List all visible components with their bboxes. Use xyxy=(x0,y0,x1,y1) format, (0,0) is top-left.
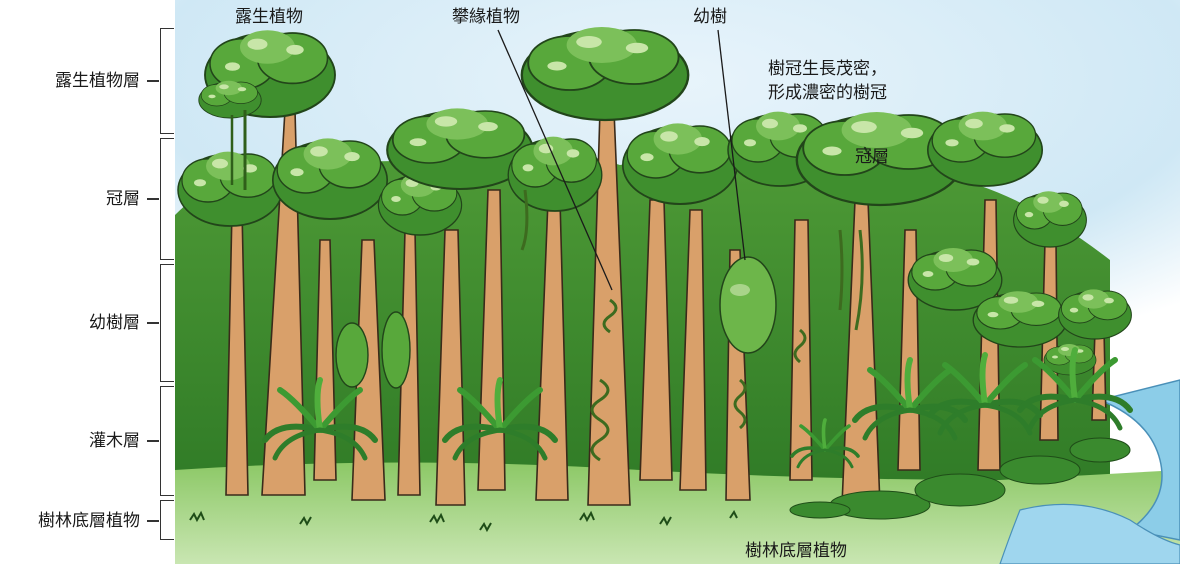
sapling-bushes xyxy=(335,256,777,389)
callout-saplings: 幼樹 xyxy=(693,7,727,27)
tick-emergent xyxy=(147,80,159,82)
central-emergent-crown xyxy=(520,25,690,122)
climbing-vines xyxy=(230,110,864,462)
callout-forest-floor-plants: 樹林底層植物 xyxy=(745,541,847,561)
tick-understory xyxy=(147,322,159,324)
river-lower xyxy=(999,503,1180,564)
callout-lines xyxy=(497,29,746,291)
callout-canopy-note-line2: 形成濃密的樹冠 xyxy=(768,83,887,103)
callout-canopy-note-line1: 樹冠生長茂密， xyxy=(768,59,887,79)
callout-emergent-plants: 露生植物 xyxy=(235,7,303,27)
bracket-emergent-layer xyxy=(160,28,174,134)
bracket-floor-layer xyxy=(160,500,174,540)
layer-label-understory: 幼樹層 xyxy=(89,313,140,333)
bracket-canopy-layer xyxy=(160,138,174,260)
callout-canopy: 冠層 xyxy=(855,147,889,167)
layer-label-canopy: 冠層 xyxy=(106,189,140,209)
grass-tufts xyxy=(189,510,738,533)
tick-canopy xyxy=(147,198,159,200)
layer-label-shrub: 灌木層 xyxy=(89,431,140,451)
tick-floor xyxy=(147,520,159,522)
callout-climbing-plants: 攀緣植物 xyxy=(452,7,520,27)
bracket-understory-layer xyxy=(160,264,174,382)
layer-label-emergent: 露生植物層 xyxy=(55,71,140,91)
bracket-shrub-layer xyxy=(160,386,174,496)
layer-label-floor: 樹林底層植物 xyxy=(38,511,140,531)
tick-shrub xyxy=(147,440,159,442)
forest-floor-plants xyxy=(789,437,1131,520)
